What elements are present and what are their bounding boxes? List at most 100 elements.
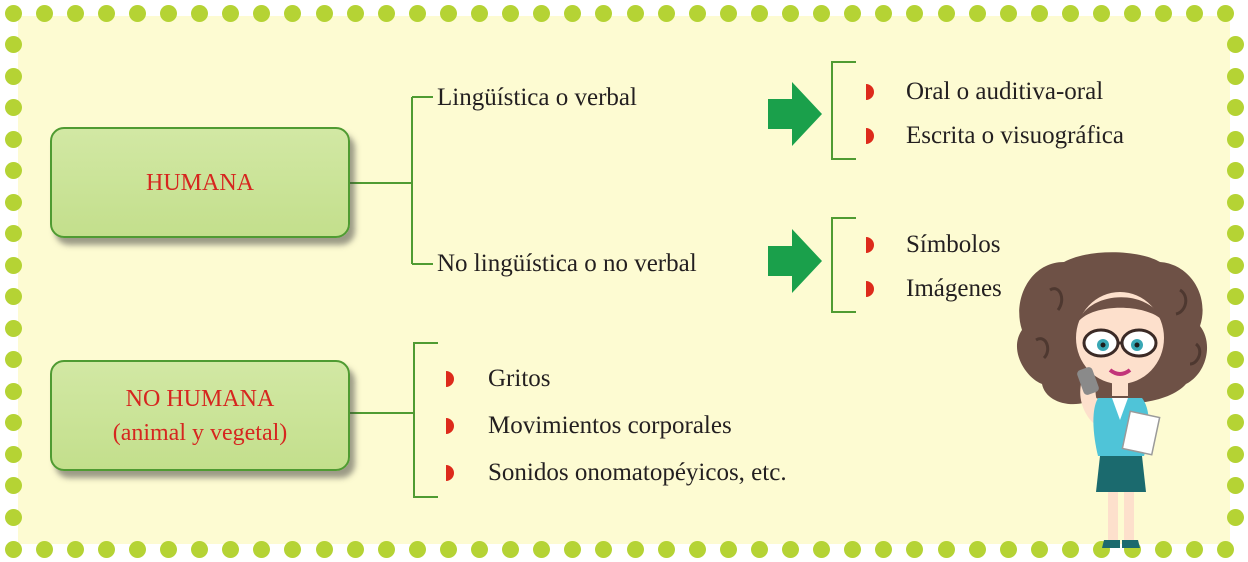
border-dot: [128, 4, 146, 22]
list-item: Sonidos onomatopéyicos, etc.: [488, 459, 787, 486]
border-dot: [1186, 540, 1204, 558]
border-dot: [1030, 540, 1048, 558]
list-item: Gritos: [488, 365, 551, 392]
border-dot: [968, 540, 986, 558]
list-item: Escrita o visuográfica: [906, 122, 1124, 149]
border-dot: [160, 4, 177, 22]
arrow-icon: [768, 82, 822, 146]
border-dot: [4, 319, 22, 337]
border-dot: [35, 540, 53, 558]
border-dot: [875, 540, 893, 558]
border-dot: [1155, 4, 1173, 22]
border-dot: [844, 4, 862, 22]
border-dot: [4, 193, 22, 211]
border-dot: [1226, 225, 1244, 242]
no-humana-box: NO HUMANA (animal y vegetal): [50, 360, 350, 471]
border-dot: [4, 508, 22, 526]
border-dot: [626, 540, 644, 558]
bullet-icon: [446, 418, 454, 434]
arrow-icon: [768, 229, 822, 293]
border-dot: [1226, 445, 1244, 463]
border-dot: [782, 4, 799, 22]
border-dot: [1226, 256, 1244, 274]
border-dot: [97, 4, 115, 22]
bullet-icon: [866, 128, 874, 144]
border-dot: [1093, 4, 1110, 22]
border-dot: [471, 4, 488, 22]
border-dot: [782, 540, 799, 558]
border-dot: [750, 540, 768, 558]
border-dot: [97, 540, 115, 558]
border-dot: [1030, 4, 1048, 22]
border-dot: [906, 540, 924, 558]
border-dot: [657, 540, 675, 558]
border-dot: [4, 4, 22, 22]
bracket-no-humana: [413, 342, 438, 498]
border-dot: [1226, 414, 1244, 431]
border-dot: [315, 4, 333, 22]
border-dot: [719, 540, 737, 558]
border-dot: [471, 540, 488, 558]
border-dot: [1226, 162, 1244, 179]
border-dot: [408, 4, 426, 22]
humana-label: HUMANA: [146, 169, 254, 196]
woman-with-phone-illustration: [1016, 252, 1208, 548]
border-dot: [222, 540, 240, 558]
border-dot: [533, 4, 551, 22]
bullet-icon: [446, 371, 454, 387]
no-humana-sublabel: (animal y vegetal): [112, 419, 288, 446]
humana-box: HUMANA: [50, 127, 350, 238]
border-dot: [1226, 508, 1244, 526]
border-dot: [564, 540, 582, 558]
border-dot: [844, 540, 862, 558]
border-dot: [222, 4, 240, 22]
border-dot: [750, 4, 768, 22]
border-dot: [160, 540, 177, 558]
border-dot: [4, 382, 22, 400]
border-dot: [35, 4, 53, 22]
border-dot: [346, 4, 364, 22]
border-dot: [4, 36, 22, 53]
border-dot: [1226, 382, 1244, 400]
border-dot: [937, 4, 955, 22]
border-dot: [4, 477, 22, 494]
border-dot: [1217, 4, 1235, 22]
border-dot: [1217, 540, 1235, 558]
border-dot: [66, 4, 84, 22]
border-dot: [719, 4, 737, 22]
border-dot: [4, 414, 22, 431]
border-dot: [906, 4, 924, 22]
bracket-no-linguistica: [831, 217, 856, 313]
border-dot: [191, 540, 209, 558]
bullet-icon: [866, 84, 874, 100]
border-dot: [1226, 193, 1244, 211]
border-dot: [66, 540, 84, 558]
branch-no-linguistica: No lingüística o no verbal: [437, 250, 697, 277]
border-dot: [595, 540, 613, 558]
border-dot: [377, 540, 395, 558]
border-dot: [937, 540, 955, 558]
border-dot: [253, 4, 271, 22]
list-item: Movimientos corporales: [488, 412, 732, 439]
border-dot: [315, 540, 333, 558]
border-dot: [688, 540, 706, 558]
border-dot: [1155, 540, 1173, 558]
bracket-linguistica: [831, 61, 856, 160]
border-dot: [626, 4, 644, 22]
border-dot: [1226, 67, 1244, 85]
border-dot: [813, 4, 831, 22]
border-dot: [128, 540, 146, 558]
border-dot: [191, 4, 209, 22]
border-dot: [408, 540, 426, 558]
border-dot: [284, 540, 302, 558]
border-dot: [4, 445, 22, 463]
branch-linguistica: Lingüística o verbal: [437, 84, 637, 111]
border-dot: [502, 4, 520, 22]
border-dot: [595, 4, 613, 22]
border-dot: [253, 540, 271, 558]
border-dot: [1061, 4, 1079, 22]
border-dot: [875, 4, 893, 22]
border-dot: [1226, 130, 1244, 148]
bullet-icon: [866, 281, 874, 297]
